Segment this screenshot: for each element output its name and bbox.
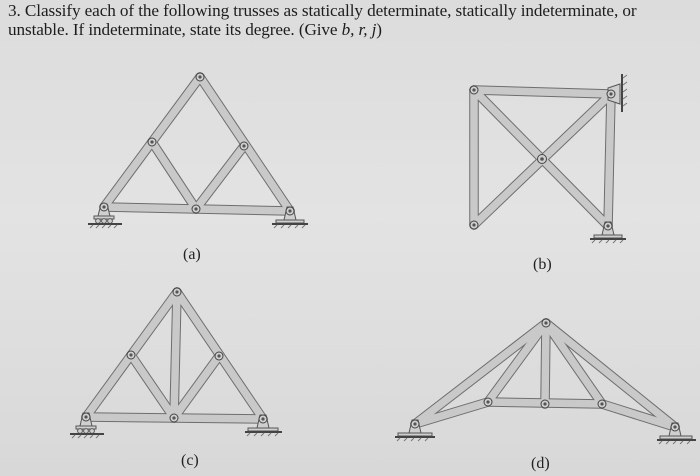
pin-support-icon: [590, 221, 626, 244]
pin-support-icon: [272, 206, 308, 229]
problem-text: Classify each of the following trusses a…: [8, 1, 637, 39]
truss-c: [70, 287, 282, 439]
problem-number: 3.: [8, 1, 21, 20]
pin-support-icon: [657, 422, 696, 445]
truss-d: [395, 318, 696, 445]
truss-a: [88, 72, 308, 229]
roller-support-icon: [88, 202, 122, 229]
figure-label-a: (a): [183, 246, 201, 263]
joints-d: [483, 318, 607, 409]
pin-support-icon: [395, 419, 435, 442]
roller-support-icon: [70, 412, 104, 439]
wall-pin-support-icon: [606, 74, 628, 112]
figure-label-b: (b): [533, 256, 552, 273]
problem-statement: 3. Classify each of the following trusse…: [8, 1, 637, 39]
joints-c: [126, 287, 224, 423]
joints-b: [469, 85, 547, 230]
pin-support-icon: [245, 414, 282, 437]
problem-variables: b, r, j: [341, 20, 377, 39]
joints-a: [147, 72, 249, 214]
truss-b: [469, 74, 628, 244]
figure-label-c: (c): [181, 452, 199, 469]
figure-label-d: (d): [531, 455, 550, 472]
